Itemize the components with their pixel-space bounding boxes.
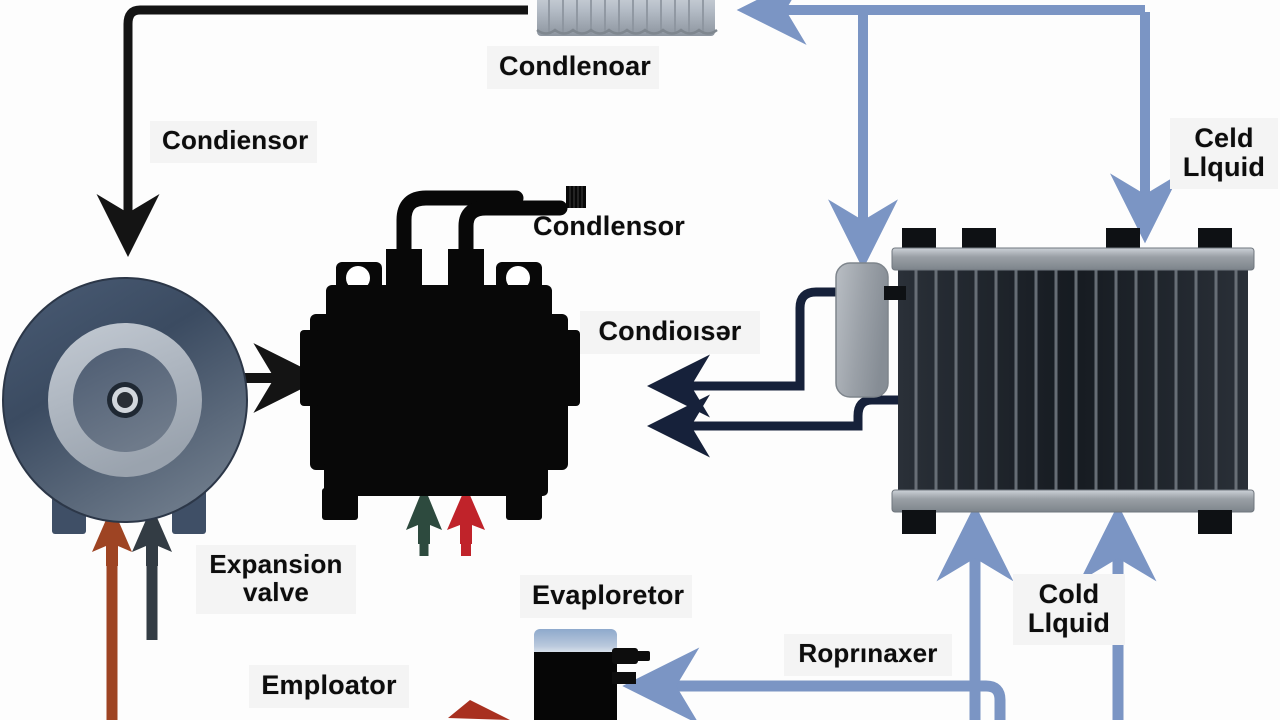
flow-radiator-to-compressor-lower <box>647 394 900 458</box>
flow-radiator-to-compressor-upper <box>647 287 900 418</box>
label-emploator: Emploator <box>249 665 409 708</box>
label-celd-liquid: Celd Llquid <box>1170 118 1278 190</box>
flow-coil-to-pump <box>96 5 528 257</box>
label-expansion-valve: Expansion valve <box>196 545 356 615</box>
flow-line-group <box>92 0 1180 720</box>
label-condlensor-mid: Condlensor <box>533 211 686 241</box>
flow-service-green-head <box>406 486 442 544</box>
component-accumulator <box>534 629 650 720</box>
compressor-pipe-left <box>396 190 524 270</box>
component-compressor <box>300 186 586 520</box>
label-condiensor-left: Condiensor <box>150 121 317 163</box>
label-condlenoar-top: Condlenoar <box>487 46 659 89</box>
component-pump <box>2 277 248 534</box>
component-radiator <box>884 228 1255 534</box>
label-condioiser: Condioısǝr <box>580 311 760 354</box>
flow-cold-liquid-to-accumulator <box>622 647 1006 720</box>
compressor-pipe-right <box>458 200 568 270</box>
component-condenser-coil <box>536 0 718 36</box>
flow-hot-gas-head <box>92 506 132 566</box>
flow-evaporator-red-hint <box>448 700 510 720</box>
component-receiver-drier <box>835 262 889 398</box>
label-evaploretor: Evaploretor <box>520 575 692 618</box>
flow-service-red-head <box>447 486 485 544</box>
label-roprinaxer: Roprınaxer <box>784 634 952 676</box>
flow-suction-head <box>132 506 172 566</box>
label-cold-liquid: Cold Llquid <box>1013 574 1125 646</box>
